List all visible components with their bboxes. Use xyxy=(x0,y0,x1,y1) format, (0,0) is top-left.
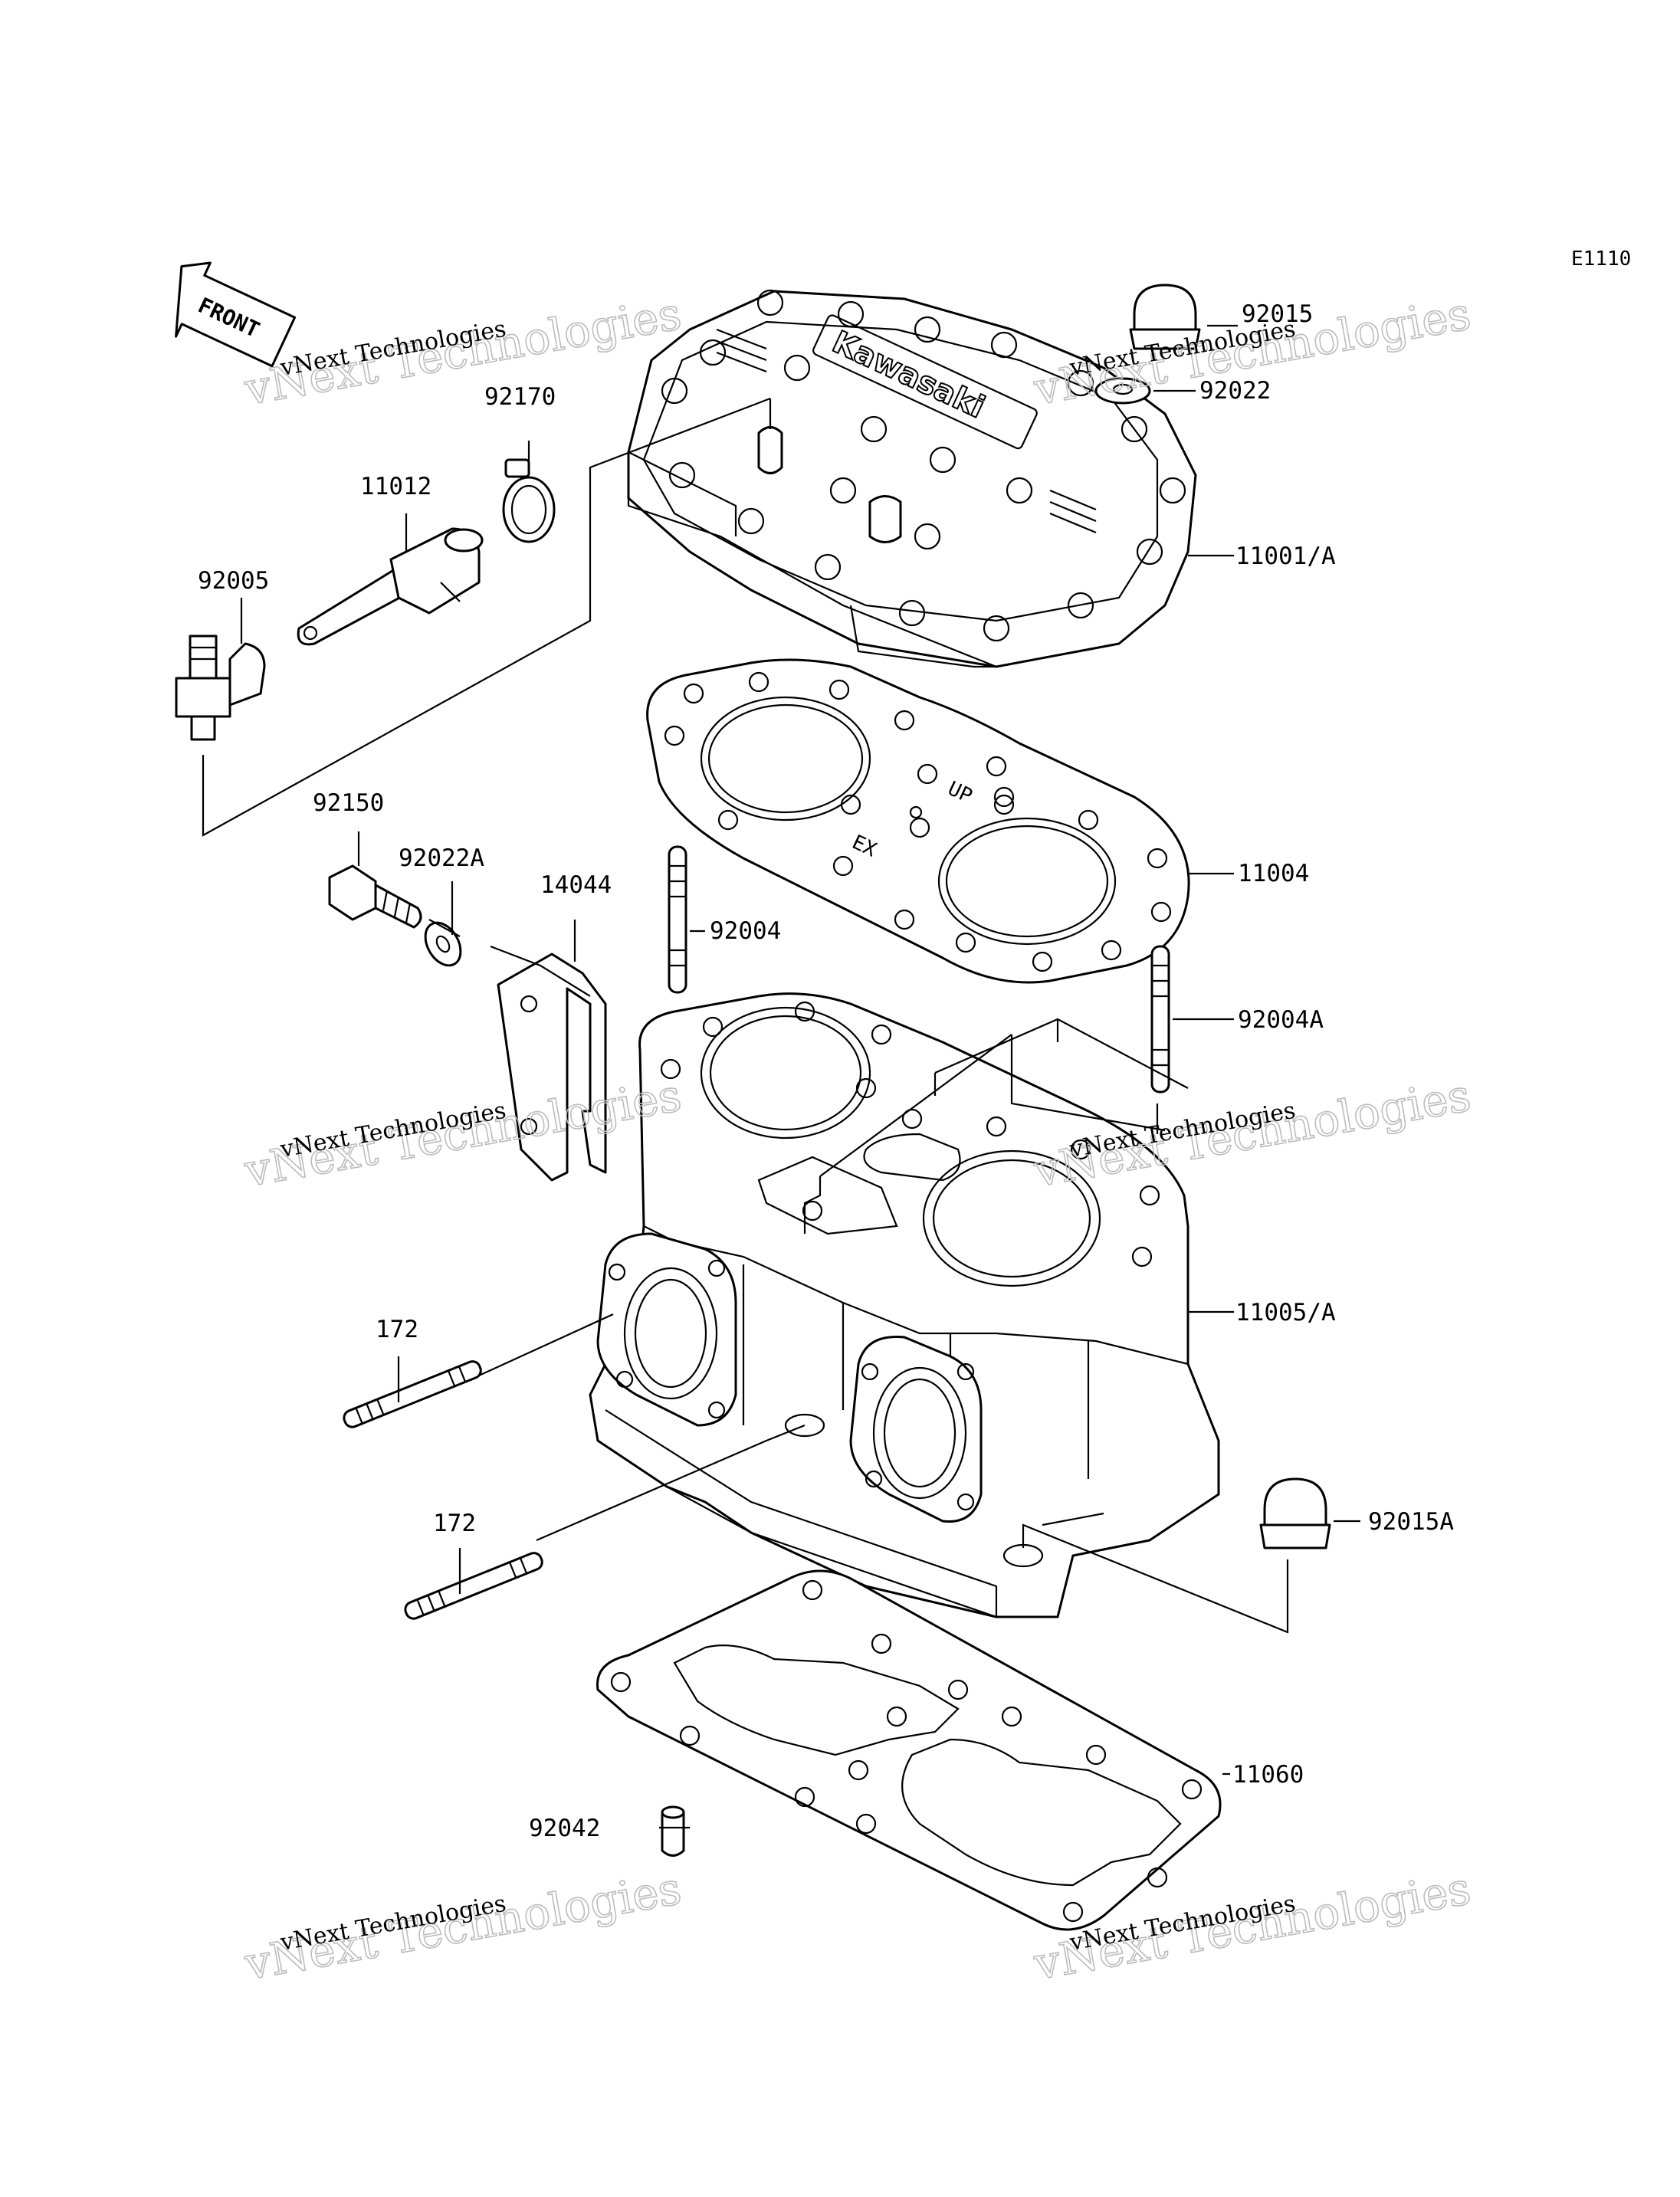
callout-92150: 92150 xyxy=(313,789,384,817)
callout-92004a: 92004A xyxy=(1238,1006,1324,1034)
dowel-92042 xyxy=(661,1805,685,1857)
diagram-code: E1110 xyxy=(1571,248,1631,271)
callout-92022: 92022 xyxy=(1199,377,1271,405)
fitting-92005 xyxy=(175,635,266,741)
callout-172-upper: 172 xyxy=(376,1316,418,1343)
washer-92022a xyxy=(424,921,462,967)
watermark-top-left: vNext Technologies vNext Technologies xyxy=(240,287,686,416)
head-bolt-holes xyxy=(661,289,1186,642)
cylinder-head: Kawasaki xyxy=(627,289,1197,668)
base-gasket-holes xyxy=(610,1579,1203,1923)
callout-14044: 14044 xyxy=(540,871,612,899)
bracket-14044 xyxy=(497,953,607,1182)
bolt-92150 xyxy=(328,864,422,929)
leader-lines xyxy=(202,324,1360,1829)
callout-92004: 92004 xyxy=(710,917,781,945)
head-gasket: UP EX xyxy=(646,658,1190,984)
callout-11004: 11004 xyxy=(1238,860,1309,887)
stud-92004 xyxy=(668,845,687,994)
callout-11012: 11012 xyxy=(360,473,431,500)
callout-92015: 92015 xyxy=(1242,300,1313,328)
cap-nut-92015 xyxy=(1129,284,1201,350)
callout-11001a: 11001/A xyxy=(1235,543,1336,570)
stud-172-lower xyxy=(404,1552,543,1620)
base-gasket xyxy=(596,1569,1222,1931)
stud-92004a xyxy=(1150,945,1170,1094)
sensor-11012 xyxy=(297,527,484,646)
block-bolt-holes xyxy=(660,1001,1160,1267)
watermark-middle-left: vNext Technologies vNext Technologies xyxy=(240,1068,686,1198)
stud-172-upper xyxy=(343,1360,482,1428)
head-fins xyxy=(716,328,1097,534)
cap-nut-92015a xyxy=(1259,1477,1331,1549)
callout-92022a: 92022A xyxy=(399,844,484,872)
callout-92042: 92042 xyxy=(529,1815,600,1842)
callout-92015a: 92015A xyxy=(1368,1508,1454,1536)
callout-92170: 92170 xyxy=(484,383,556,411)
callout-92005: 92005 xyxy=(198,567,269,595)
cylinder-block xyxy=(589,992,1220,1618)
callout-11005a: 11005/A xyxy=(1235,1299,1336,1326)
watermark-middle-right: vNext Technologies vNext Technologies xyxy=(1029,1068,1475,1198)
callout-172-lower: 172 xyxy=(433,1510,476,1537)
callouts: 92015 92022 92170 11012 92005 11001/A 11… xyxy=(198,300,1454,1842)
callout-11060: 11060 xyxy=(1232,1761,1304,1789)
watermark-bottom-left: vNext Technologies vNext Technologies xyxy=(240,1861,686,1991)
gasket-holes xyxy=(664,671,1172,972)
clamp-92170 xyxy=(502,458,556,543)
washer-92022 xyxy=(1094,377,1151,405)
